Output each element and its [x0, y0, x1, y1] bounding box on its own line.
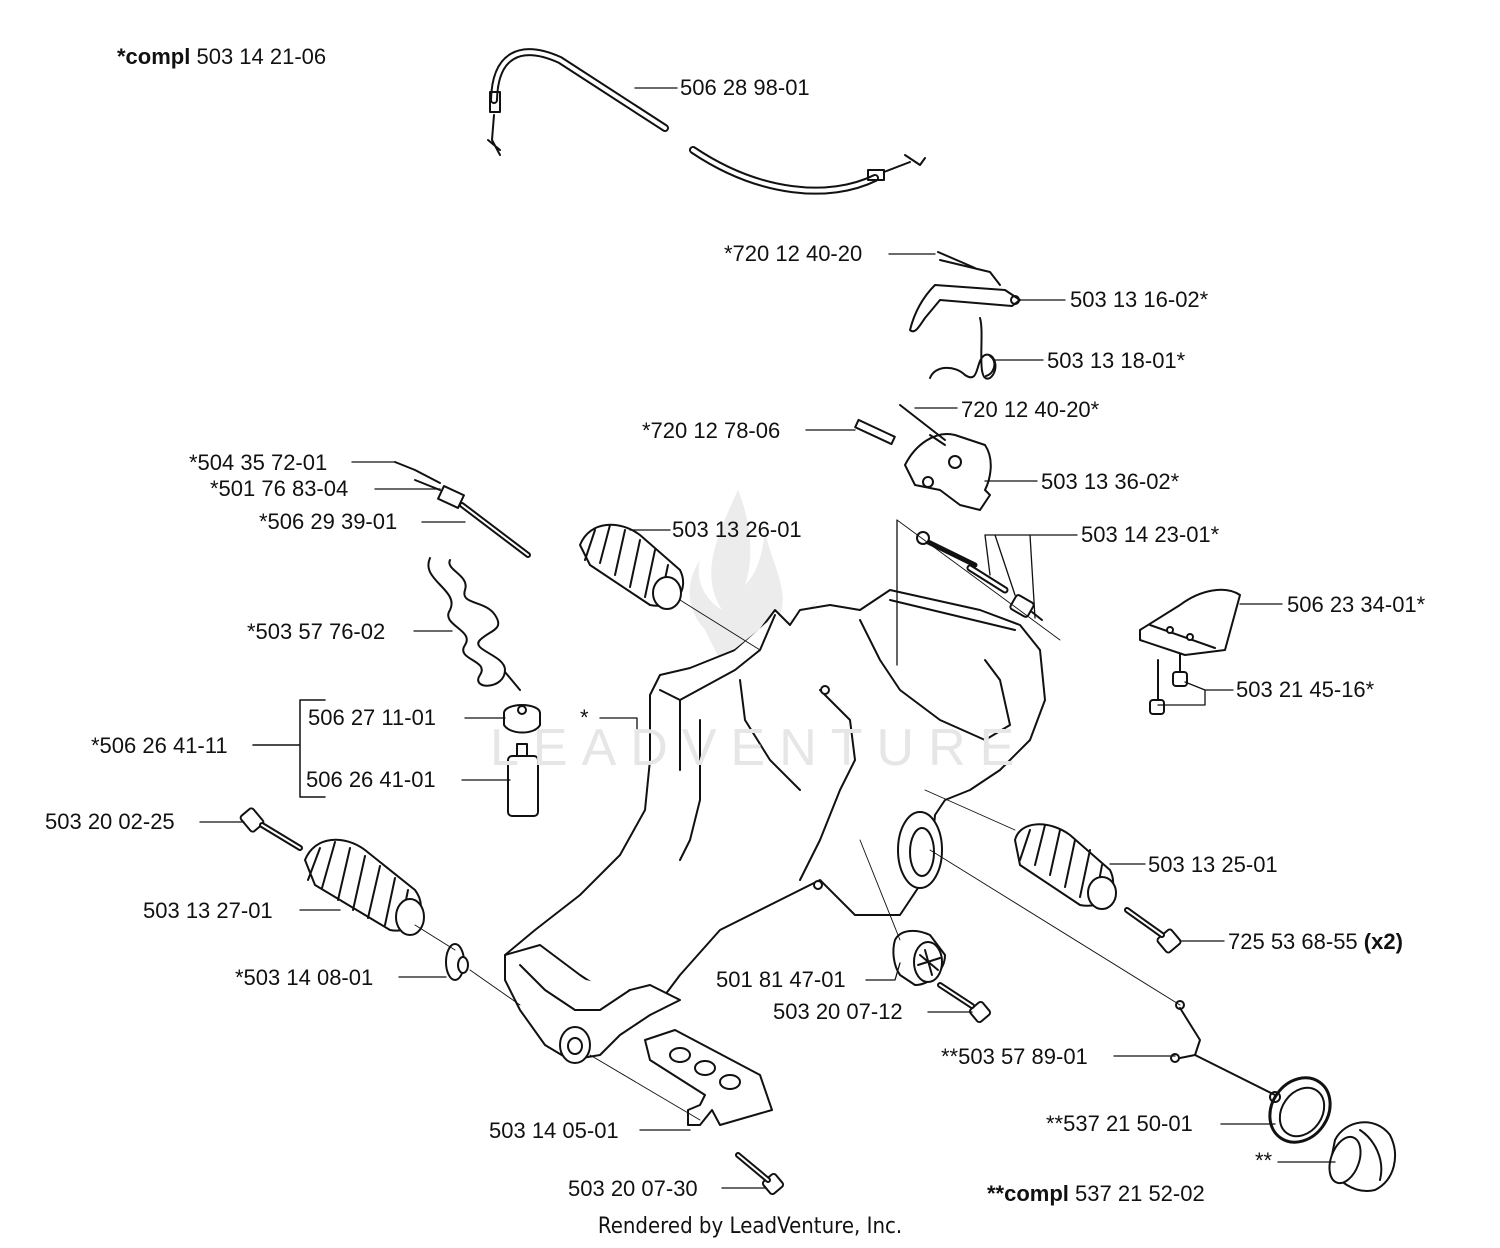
label-503-13-27-01: 503 13 27-01 — [143, 898, 273, 923]
fuel-filter-assembly — [503, 704, 541, 817]
washer — [445, 943, 469, 981]
seal-ring — [1268, 1076, 1332, 1144]
label-503-14-05-01: 503 14 05-01 — [489, 1118, 619, 1143]
label-compl-503-14-21-06: *compl 503 14 21-06 — [117, 44, 327, 69]
label-506-26-41-11: *506 26 41-11 — [91, 733, 228, 758]
label-503-57-89-01: **503 57 89-01 — [941, 1044, 1088, 1069]
label-501-76-83-04: *501 76 83-04 — [210, 476, 349, 501]
throttle-cable — [487, 48, 926, 195]
label-503-13-18-01: 503 13 18-01* — [1047, 348, 1186, 373]
label-506-27-11-01: 506 27 11-01 — [308, 705, 437, 730]
label-501-81-47-01: 501 81 47-01 — [716, 967, 846, 992]
torsion-spring — [929, 317, 997, 380]
spring-503-13-25-01 — [1014, 823, 1117, 910]
label-720-12-40-20-upper: *720 12 40-20 — [724, 241, 863, 266]
footer-credit: Rendered by LeadVenture, Inc. — [597, 1214, 903, 1239]
label-503-20-07-30: 503 20 07-30 — [568, 1176, 698, 1201]
watermark-text: LEADVENTURE — [490, 719, 1029, 777]
label-506-29-39-01: *506 29 39-01 — [259, 509, 398, 534]
label-537-21-50-01: **537 21 50-01 — [1046, 1111, 1193, 1136]
label-503-20-07-12: 503 20 07-12 — [773, 999, 903, 1024]
coil-spring — [427, 557, 521, 691]
label-506-26-41-01: 506 26 41-01 — [306, 767, 436, 792]
label-720-12-78-06: *720 12 78-06 — [642, 418, 781, 443]
label-double-star: ** — [1255, 1148, 1273, 1173]
label-star: * — [580, 705, 589, 730]
spring-503-13-27-01 — [304, 838, 425, 936]
screw-503-20-02-25 — [239, 807, 303, 851]
label-503-14-23-01: 503 14 23-01* — [1081, 522, 1220, 547]
label-503-13-26-01: 503 13 26-01 — [672, 517, 802, 542]
pin-upper — [937, 251, 976, 269]
label-506-28-98-01: 506 28 98-01 — [680, 75, 810, 100]
screws-503-14-23-01 — [916, 531, 1043, 621]
leader-lines — [199, 87, 1336, 1189]
label-503-20-02-25: 503 20 02-25 — [45, 809, 175, 834]
label-506-23-34-01: 506 23 34-01* — [1287, 592, 1426, 617]
label-504-35-72-01: *504 35 72-01 — [189, 450, 328, 475]
bracket — [644, 1029, 773, 1126]
throttle-lock — [854, 404, 992, 511]
buffer — [892, 929, 946, 986]
choke-rod-assembly — [394, 461, 531, 558]
label-725-53-68-55: 725 53 68-55 (x2) — [1228, 929, 1403, 954]
label-compl-537-21-52-02: **compl 537 21 52-02 — [987, 1181, 1205, 1206]
label-503-14-08-01: *503 14 08-01 — [235, 965, 374, 990]
label-720-12-40-20-lower: 720 12 40-20* — [961, 397, 1100, 422]
screw-503-20-07-12 — [937, 982, 992, 1024]
bolt-725-53-68-55 — [1124, 907, 1182, 954]
label-503-13-16-02: 503 13 16-02* — [1070, 287, 1209, 312]
screws-503-21-45-16 — [1149, 649, 1188, 715]
fuel-cap — [1328, 1121, 1396, 1192]
fuel-hose — [1170, 1000, 1281, 1103]
label-503-57-76-02: *503 57 76-02 — [247, 619, 386, 644]
cover-plate — [1139, 588, 1241, 656]
group-bracket — [252, 699, 326, 798]
screw-503-20-07-30 — [735, 1152, 785, 1196]
label-503-13-25-01: 503 13 25-01 — [1148, 852, 1278, 877]
spring-503-13-26-01 — [579, 523, 685, 610]
trigger-lever — [909, 259, 1021, 333]
label-503-21-45-16: 503 21 45-16* — [1236, 677, 1375, 702]
label-503-13-36-02: 503 13 36-02* — [1041, 469, 1180, 494]
